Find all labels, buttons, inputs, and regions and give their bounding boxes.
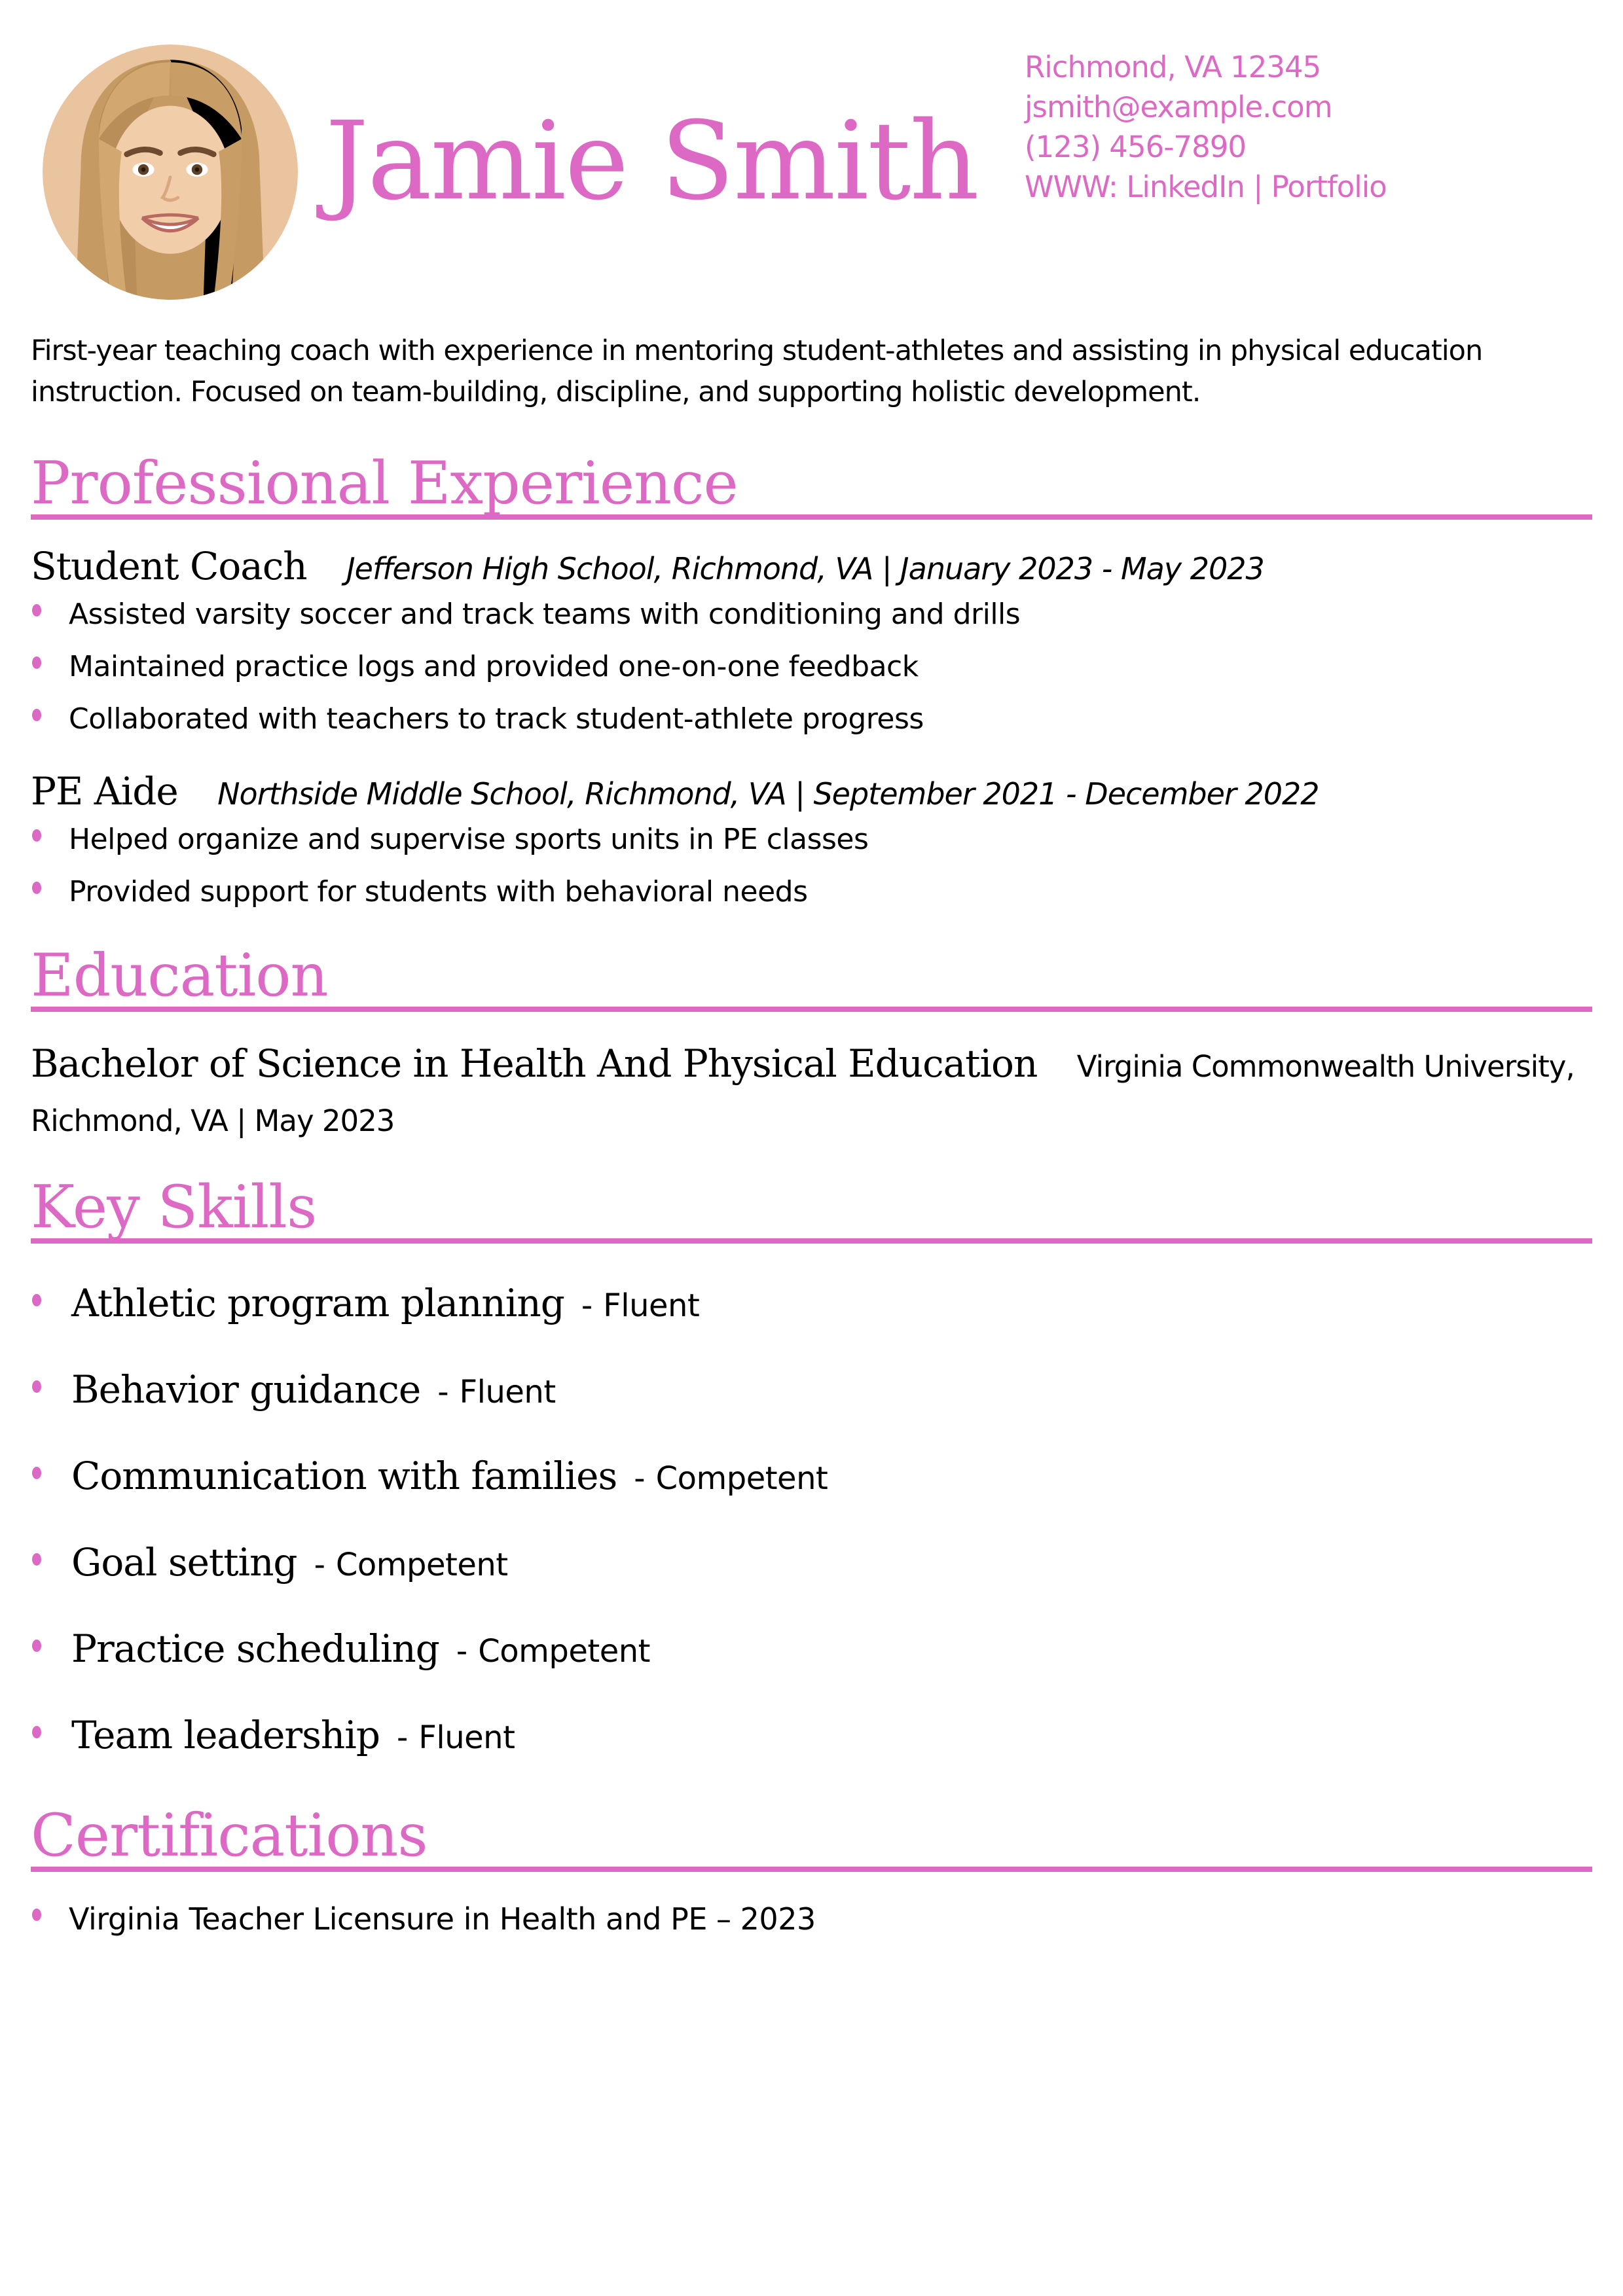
skill-level: Competent bbox=[655, 1460, 828, 1497]
skill-dash: - bbox=[581, 1287, 593, 1324]
section-title-certifications: Certifications bbox=[31, 1804, 1592, 1872]
contact-email: jsmith@example.com bbox=[1025, 90, 1333, 124]
job-bullet: Helped organize and supervise sports uni… bbox=[31, 823, 1592, 856]
skill-item: Athletic program planning-Fluent bbox=[31, 1280, 1592, 1336]
job-bullet: Maintained practice logs and provided on… bbox=[31, 651, 1592, 683]
skill-name: Communication with families bbox=[71, 1454, 617, 1498]
header: Jamie Smith Richmond, VA 12345 jsmith@ex… bbox=[31, 0, 1592, 331]
profile-photo bbox=[43, 45, 298, 300]
job-meta: Northside Middle School, Richmond, VA | … bbox=[217, 776, 1319, 812]
job-title-line: Student Coach Jefferson High School, Ric… bbox=[31, 543, 1592, 592]
candidate-name: Jamie Smith bbox=[325, 98, 979, 224]
skill-level: Competent bbox=[478, 1633, 650, 1670]
degree-name: Bachelor of Science in Health And Physic… bbox=[31, 1041, 1038, 1086]
certification-item: Virginia Teacher Licensure in Health and… bbox=[31, 1901, 1592, 1937]
skill-name: Behavior guidance bbox=[71, 1367, 421, 1412]
job-role: Student Coach bbox=[31, 544, 308, 588]
skill-name: Goal setting bbox=[71, 1540, 298, 1585]
skill-level: Fluent bbox=[459, 1374, 556, 1410]
section-title-education: Education bbox=[31, 944, 1592, 1012]
skill-dash: - bbox=[314, 1547, 325, 1583]
skill-dash: - bbox=[634, 1460, 646, 1497]
certifications-list: Virginia Teacher Licensure in Health and… bbox=[31, 1901, 1592, 1937]
job-bullet-list: Helped organize and supervise sports uni… bbox=[31, 823, 1592, 908]
job-bullet: Provided support for students with behav… bbox=[31, 876, 1592, 908]
skill-level: Competent bbox=[335, 1547, 508, 1583]
job-meta: Jefferson High School, Richmond, VA | Ja… bbox=[346, 551, 1265, 586]
job-bullet: Assisted varsity soccer and track teams … bbox=[31, 598, 1592, 631]
job-role: PE Aide bbox=[31, 769, 179, 814]
job-bullet: Collaborated with teachers to track stud… bbox=[31, 703, 1592, 736]
job-title-line: PE Aide Northside Middle School, Richmon… bbox=[31, 768, 1592, 817]
skill-dash: - bbox=[396, 1719, 409, 1756]
skill-name: Practice scheduling bbox=[71, 1626, 440, 1671]
section-title-experience: Professional Experience bbox=[31, 452, 1592, 520]
skill-item: Goal setting-Competent bbox=[31, 1539, 1592, 1596]
job-bullet-list: Assisted varsity soccer and track teams … bbox=[31, 598, 1592, 736]
skill-level: Fluent bbox=[418, 1719, 515, 1756]
contact-phone: (123) 456-7890 bbox=[1025, 130, 1247, 164]
degree-school-meta: Virginia Commonwealth University, Richmo… bbox=[31, 1049, 1575, 1138]
section-title-skills: Key Skills bbox=[31, 1176, 1592, 1244]
summary-text: First-year teaching coach with experienc… bbox=[31, 334, 1483, 408]
contact-location: Richmond, VA 12345 bbox=[1025, 50, 1321, 84]
contact-block: Richmond, VA 12345 jsmith@example.com (1… bbox=[1025, 47, 1387, 207]
degree-line: Bachelor of Science in Health And Physic… bbox=[31, 1038, 1592, 1147]
profile-photo-illustration bbox=[43, 45, 298, 300]
skill-name: Athletic program planning bbox=[71, 1281, 565, 1325]
skill-item: Communication with families-Competent bbox=[31, 1452, 1592, 1509]
skill-name: Team leadership bbox=[71, 1713, 380, 1757]
skills-list: Athletic program planning-Fluent Behavio… bbox=[31, 1280, 1592, 1768]
skill-item: Behavior guidance-Fluent bbox=[31, 1366, 1592, 1423]
skill-item: Practice scheduling-Competent bbox=[31, 1625, 1592, 1682]
skill-dash: - bbox=[456, 1633, 468, 1670]
skill-level: Fluent bbox=[603, 1287, 700, 1324]
skill-item: Team leadership-Fluent bbox=[31, 1712, 1592, 1768]
contact-links[interactable]: WWW: LinkedIn | Portfolio bbox=[1025, 170, 1387, 204]
skill-dash: - bbox=[437, 1374, 449, 1410]
